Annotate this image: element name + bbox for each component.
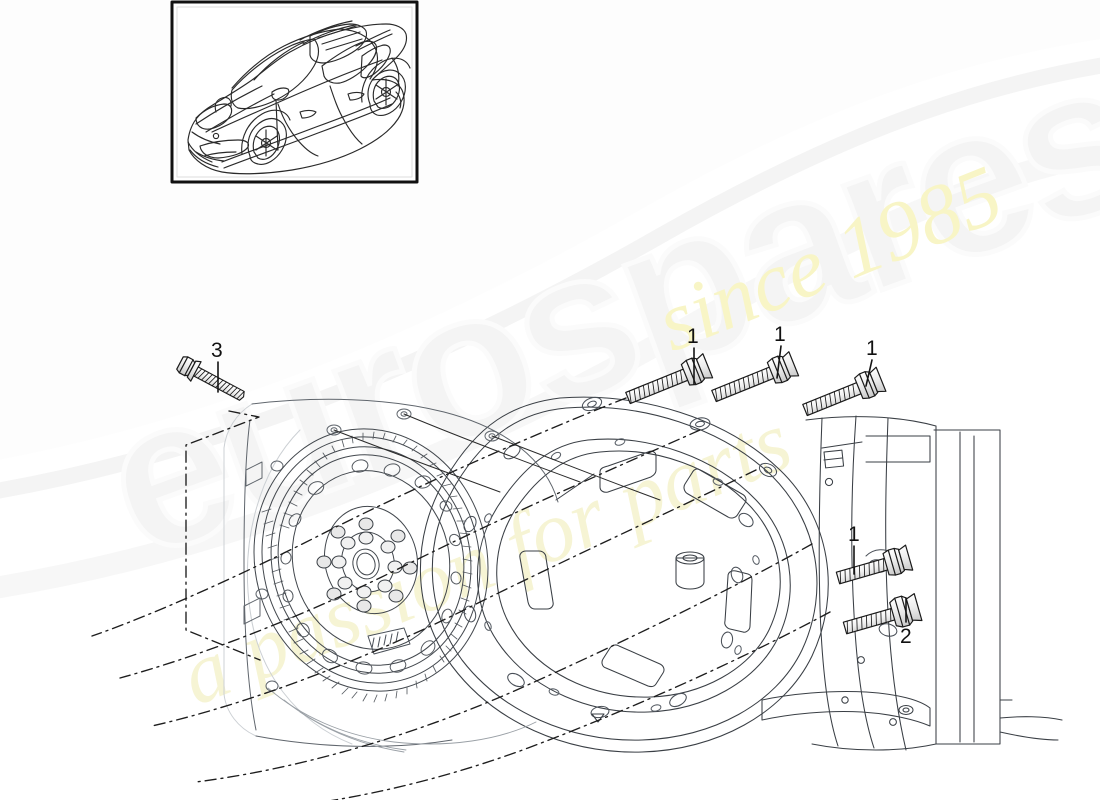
transmission-case xyxy=(761,415,1063,751)
callout-thin-leaders xyxy=(333,413,661,501)
callout-label-1b: 1 xyxy=(774,323,786,346)
flexplate-ring-gear xyxy=(253,428,489,703)
bolt-2 xyxy=(842,592,923,635)
callout-label-1a: 1 xyxy=(687,325,699,348)
transmission-bell-housing xyxy=(419,396,829,753)
input-shaft-boss xyxy=(675,551,705,590)
bolt-1b xyxy=(711,351,800,403)
crank-bolt-circle-outer xyxy=(316,517,418,613)
bolt-1d xyxy=(835,544,914,585)
bolt-1a xyxy=(625,353,714,405)
callout-label-2: 2 xyxy=(900,625,912,648)
number-leader-sticks xyxy=(217,345,907,623)
callout-label-1c: 1 xyxy=(866,337,878,360)
engine-adapter-plate xyxy=(243,398,559,747)
callout-label-1d: 1 xyxy=(848,523,860,546)
lower-housing-ghost xyxy=(267,687,537,753)
bolt-1c xyxy=(802,366,887,417)
vehicle-thumbnail-frame xyxy=(170,0,419,184)
bolt-3 xyxy=(176,356,245,401)
background-assembly-ghost xyxy=(223,403,353,745)
callout-label-3: 3 xyxy=(211,339,223,362)
vehicle-illustration xyxy=(187,20,411,175)
crank-bolt-circle xyxy=(331,531,403,599)
callout-leader-lines xyxy=(91,397,831,800)
